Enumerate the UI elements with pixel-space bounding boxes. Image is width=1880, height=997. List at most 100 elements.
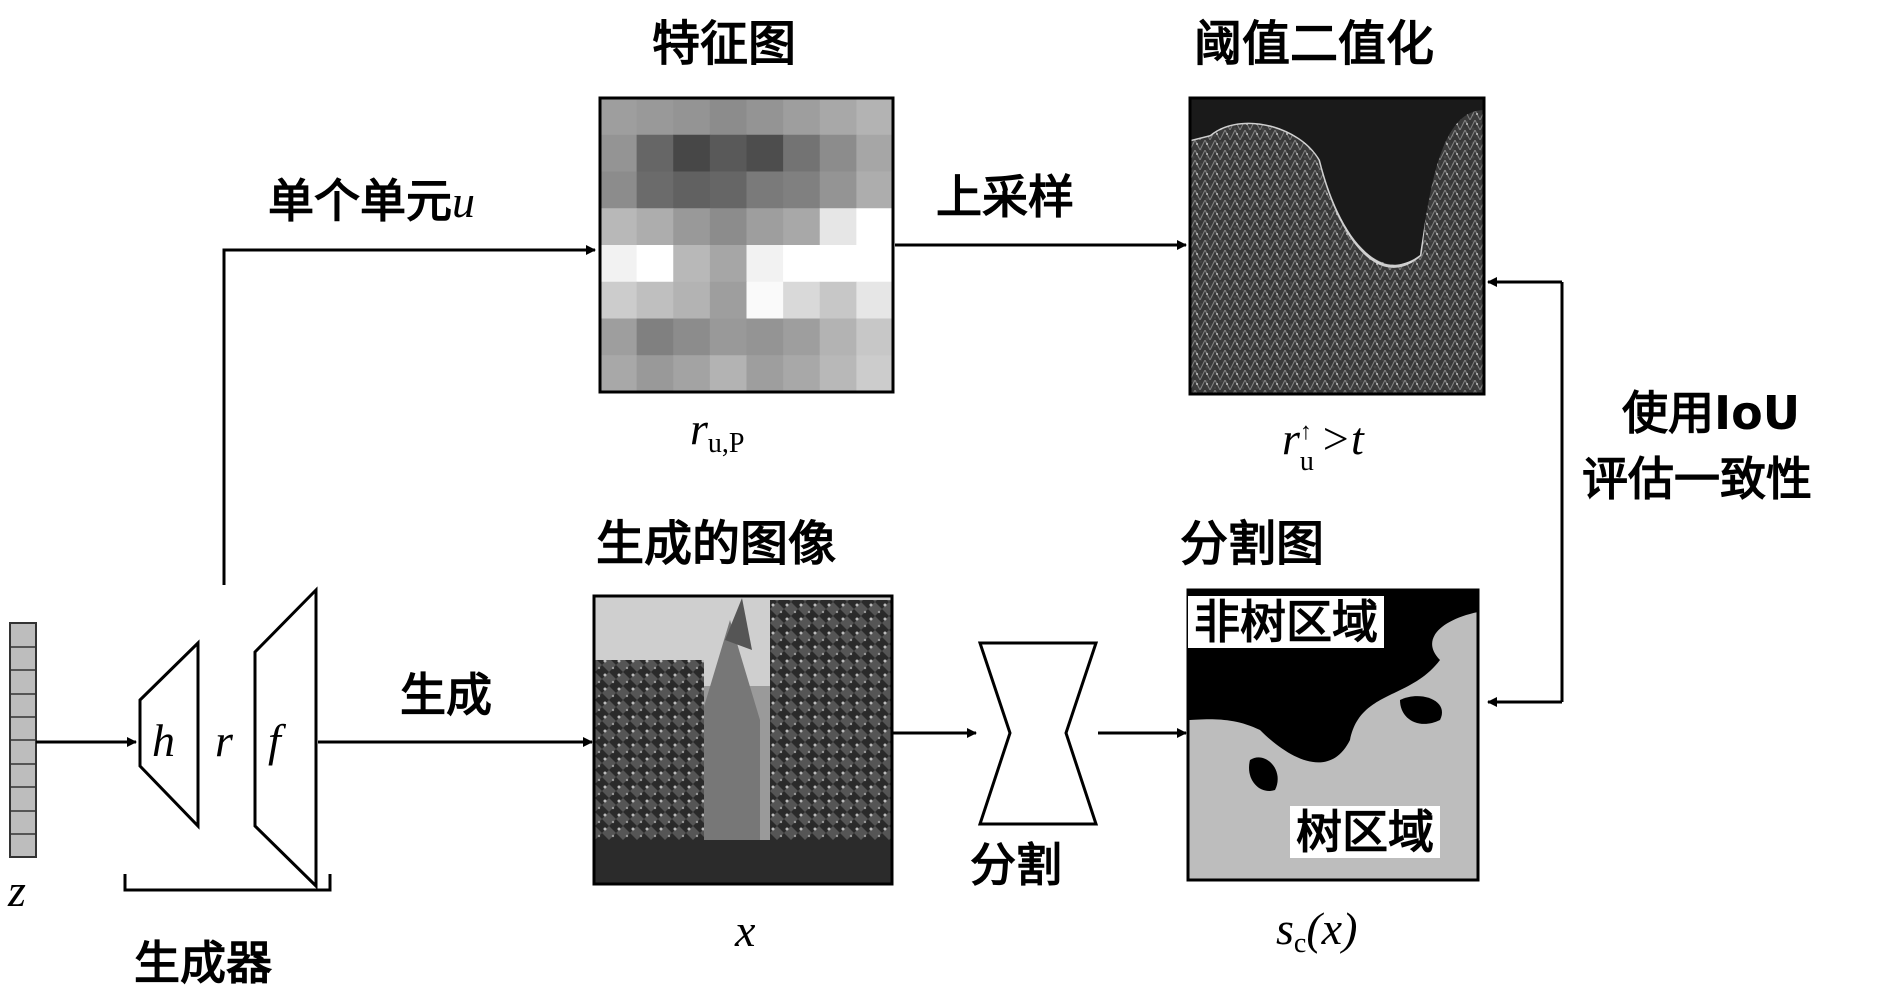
generated-image-title: 生成的图像 [596, 516, 837, 572]
feature-map-cell [636, 98, 674, 136]
feature-map-cell [600, 355, 638, 393]
segmentation-title: 分割图 [1180, 516, 1325, 572]
r-u-p-base: r [690, 403, 708, 454]
s-c-base: s [1276, 903, 1294, 954]
feature-map-cell [746, 318, 784, 356]
generate-label: 生成 [400, 668, 492, 722]
feature-map-cell [746, 281, 784, 319]
feature-map-cell [819, 318, 857, 356]
feature-map-cell [783, 245, 821, 283]
threshold-title: 阈值二值化 [1194, 16, 1435, 72]
arrow-r-to-featuremap [222, 245, 596, 585]
h-label: h [152, 715, 175, 766]
feature-map-cell [709, 134, 748, 172]
feature-map-cell [819, 98, 857, 136]
latent-vector-z [9, 622, 37, 858]
feature-map-cell [709, 281, 748, 319]
feature-map-cell [856, 208, 894, 246]
feature-map-cell [856, 281, 894, 319]
feature-map-cell [819, 134, 857, 172]
r-up-rest: >t [1319, 413, 1364, 464]
r-up-sub: u [1299, 446, 1314, 477]
x-label: x [735, 905, 756, 956]
feature-map [598, 96, 895, 394]
feature-map-cell [600, 318, 638, 356]
feature-map-cell [600, 98, 638, 136]
feature-map-cell [709, 318, 748, 356]
feature-map-cell [746, 245, 784, 283]
feature-map-cell [856, 171, 894, 209]
feature-map-cell [636, 208, 674, 246]
s-c-rest: (x) [1306, 903, 1358, 954]
feature-map-cell [783, 171, 821, 209]
feature-map-cell [783, 208, 821, 246]
feature-map-cell [636, 245, 674, 283]
feature-map-cell [856, 355, 894, 393]
generator-h-trapezoid [138, 639, 200, 830]
feature-map-cell [673, 281, 711, 319]
feature-map-cell [600, 208, 638, 246]
r-u-p-sub: u,P [707, 428, 745, 459]
feature-map-cell [600, 134, 638, 172]
generator-f-trapezoid [253, 586, 318, 890]
r-up-threshold-label: r↑u>t [1282, 413, 1364, 476]
feature-map-cell [783, 318, 821, 356]
r-up-sup: ↑ [1299, 419, 1312, 445]
s-c-x-label: sc(x) [1276, 906, 1357, 958]
upsample-label: 上采样 [936, 170, 1074, 224]
feature-map-cell [709, 98, 748, 136]
feature-map-cell [856, 134, 894, 172]
feature-map-cell [636, 318, 674, 356]
feature-map-cell [856, 98, 894, 136]
arrow-iou-bidirectional [1487, 277, 1564, 707]
feature-map-cell [819, 281, 857, 319]
segment-label: 分割 [970, 838, 1062, 892]
r-up-scripts: ↑u [1300, 420, 1320, 476]
single-unit-text: 单个单元 [268, 174, 452, 228]
feature-map-cell [783, 281, 821, 319]
feature-map-cell [746, 134, 784, 172]
feature-map-cell [856, 245, 894, 283]
feature-map-cell [673, 245, 711, 283]
feature-map-cell [819, 171, 857, 209]
segmenter-hourglass [977, 641, 1099, 826]
feature-map-cell [673, 134, 711, 172]
feature-map-cell [673, 318, 711, 356]
r-up-base: r [1282, 413, 1300, 464]
feature-map-cell [600, 281, 638, 319]
r-u-p-label: ru,P [690, 406, 744, 458]
tree-region-label: 树区域 [1290, 806, 1440, 859]
z-label: z [8, 865, 26, 916]
generator-label: 生成器 [134, 936, 272, 990]
feature-map-cell [709, 245, 748, 283]
feature-map-cell [819, 355, 857, 393]
feature-map-cell [746, 171, 784, 209]
feature-map-cell [636, 281, 674, 319]
feature-map-cell [856, 318, 894, 356]
feature-map-cell [709, 208, 748, 246]
iou-label-line1: 使用IoU [1622, 386, 1801, 440]
feature-map-cell [636, 171, 674, 209]
single-unit-var: u [452, 176, 475, 227]
generated-image [592, 594, 894, 886]
feature-map-cell [600, 245, 638, 283]
f-label: f [268, 715, 281, 766]
generator-bracket [123, 874, 332, 892]
feature-map-cell [673, 98, 711, 136]
feature-map-cell [673, 171, 711, 209]
feature-map-cell [746, 98, 784, 136]
feature-map-cell [636, 355, 674, 393]
feature-map-cell [673, 355, 711, 393]
feature-map-cell [636, 134, 674, 172]
iou-label-line2: 评估一致性 [1582, 452, 1812, 506]
feature-map-cell [746, 208, 784, 246]
thresholded-image [1188, 96, 1486, 396]
feature-map-cell [746, 355, 784, 393]
feature-map-cell [673, 208, 711, 246]
feature-map-cell [819, 208, 857, 246]
feature-map-cell [783, 134, 821, 172]
feature-map-cell [600, 171, 638, 209]
single-unit-label: 单个单元u [268, 178, 475, 225]
non-tree-region-label: 非树区域 [1188, 596, 1384, 649]
feature-map-cell [783, 355, 821, 393]
